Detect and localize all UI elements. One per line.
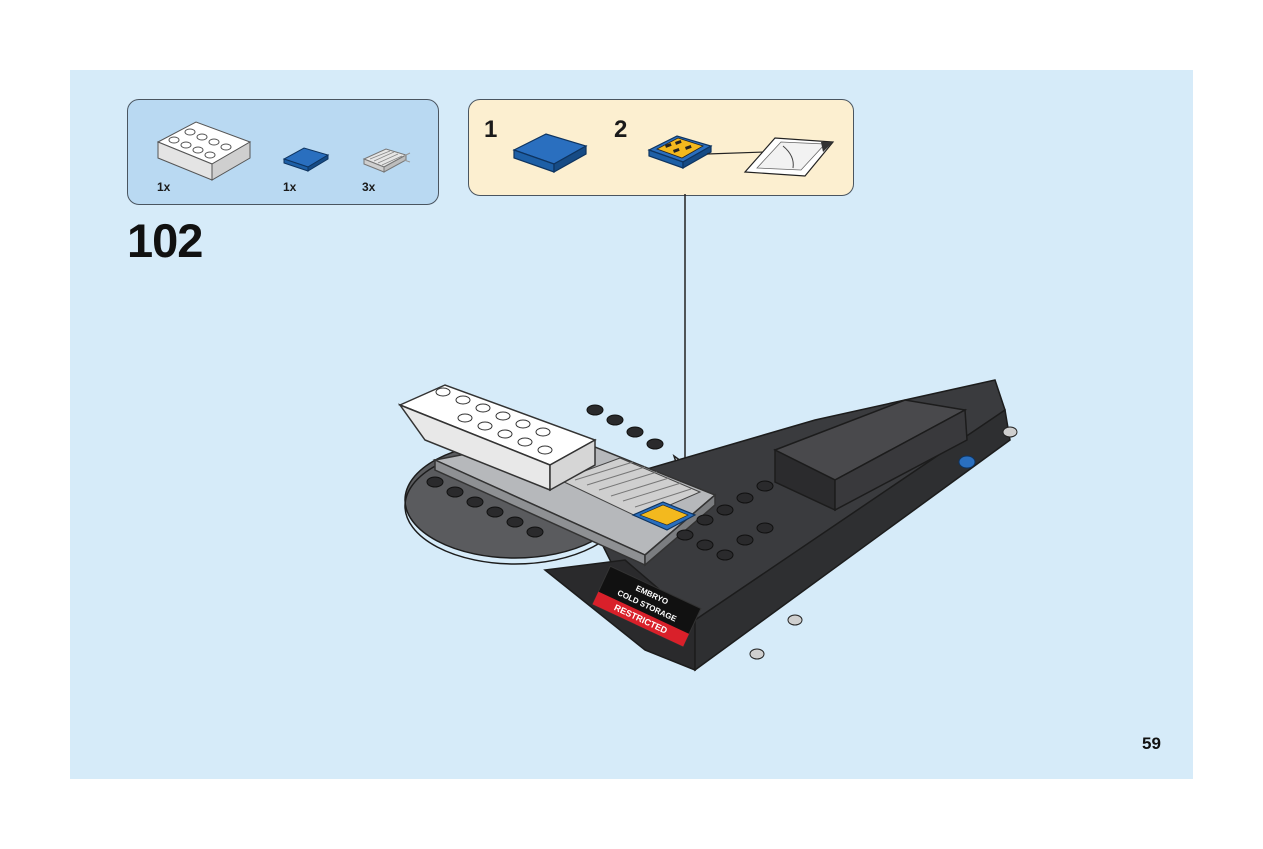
substep-1-number: 1: [484, 116, 497, 144]
qty-white-brick: 1x: [157, 180, 170, 194]
blue-tile-1x2-icon: [282, 145, 332, 175]
page-number: 59: [1142, 734, 1161, 754]
trans-clear-plate-icon: [360, 147, 412, 175]
substep-2-number: 2: [614, 116, 627, 144]
blue-tile-substep-1-icon: [510, 130, 590, 178]
white-brick-2x4-icon: [150, 112, 255, 177]
model-illustration: EMBRYO COLD STORAGE RESTRICTED: [395, 370, 1025, 700]
step-number: 102: [127, 213, 202, 268]
qty-trans-plate: 3x: [362, 180, 375, 194]
qty-blue-tile: 1x: [283, 180, 296, 194]
stickered-tile-substep-2-icon: [645, 128, 840, 180]
